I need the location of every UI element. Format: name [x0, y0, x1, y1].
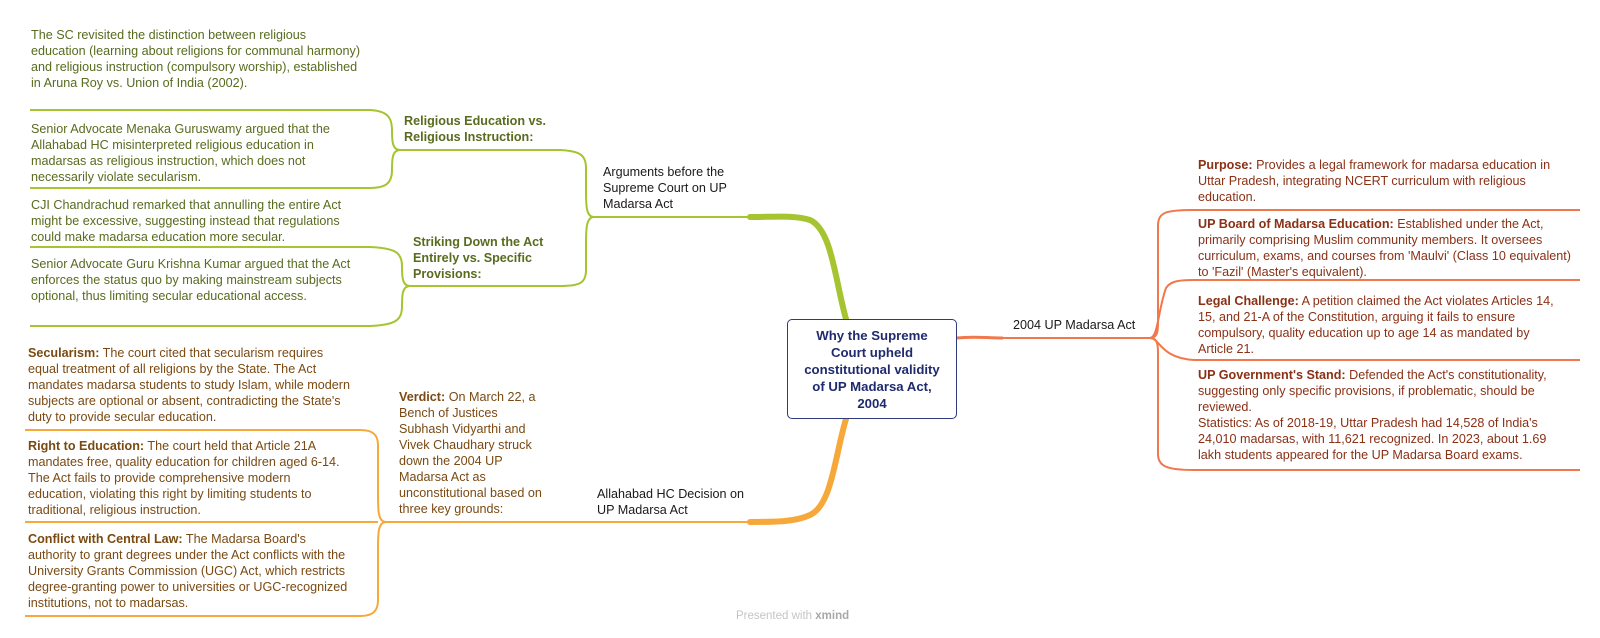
branch-title-hc-decision[interactable]: Allahabad HC Decision on UP Madarsa Act — [597, 487, 745, 517]
footer-prefix: Presented with — [736, 610, 816, 622]
presented-with-footer: Presented with xmind — [736, 610, 849, 622]
statistics-text: Statistics: As of 2018-19, Uttar Pradesh… — [1198, 416, 1547, 462]
node-text: The court held that Article 21A mandates… — [28, 439, 340, 517]
node-label: UP Board of Madarsa Education: — [1198, 217, 1394, 231]
branch-title-sc-arguments[interactable]: Arguments before the Supreme Court on UP… — [603, 165, 727, 211]
node-label: Verdict: — [399, 390, 446, 404]
central-topic[interactable]: Why the Supreme Court upheld constitutio… — [787, 319, 957, 419]
branch-title-madarsa-act[interactable]: 2004 UP Madarsa Act — [1013, 318, 1136, 332]
node-text: Defended the Act's constitutionality, su… — [1198, 368, 1547, 414]
hc-verdict-node[interactable]: Verdict: On March 22, a Bench of Justice… — [399, 389, 547, 517]
node-text: Provides a legal framework for madarsa e… — [1198, 158, 1551, 204]
node-text: Established under the Act, primarily com… — [1198, 217, 1571, 279]
act-purpose-node[interactable]: Purpose: Provides a legal framework for … — [1198, 157, 1573, 205]
node-text: The court cited that secularism requires… — [28, 346, 350, 424]
sc-guruswamy-node[interactable]: Senior Advocate Menaka Guruswamy argued … — [31, 122, 330, 184]
node-label: Legal Challenge: — [1198, 294, 1299, 308]
act-board-node[interactable]: UP Board of Madarsa Education: Establish… — [1198, 216, 1578, 280]
act-government-stand-node[interactable]: UP Government's Stand: Defended the Act'… — [1198, 367, 1573, 463]
node-label: Purpose: — [1198, 158, 1253, 172]
hc-right-to-education-node[interactable]: Right to Education: The court held that … — [28, 438, 348, 518]
node-text: The Madarsa Board's authority to grant d… — [28, 532, 348, 610]
sc-religious-distinction-node[interactable]: The SC revisited the distinction between… — [31, 28, 361, 90]
hc-central-law-node[interactable]: Conflict with Central Law: The Madarsa B… — [28, 531, 353, 611]
node-text: On March 22, a Bench of Justices Subhash… — [399, 390, 542, 516]
xmind-logo: xmind — [815, 610, 850, 622]
hc-secularism-node[interactable]: Secularism: The court cited that secular… — [28, 345, 353, 425]
group-title-religious-education[interactable]: Religious Education vs. Religious Instru… — [404, 114, 547, 144]
node-label: Right to Education: — [28, 439, 145, 453]
sc-kumar-node[interactable]: Senior Advocate Guru Krishna Kumar argue… — [31, 257, 351, 303]
node-text: A petition claimed the Act violates Arti… — [1198, 294, 1554, 356]
act-legal-challenge-node[interactable]: Legal Challenge: A petition claimed the … — [1198, 293, 1563, 357]
group-title-striking-down[interactable]: Striking Down the Act Entirely vs. Speci… — [413, 235, 544, 281]
node-label: Secularism: — [28, 346, 100, 360]
node-label: Conflict with Central Law: — [28, 532, 183, 546]
node-label: UP Government's Stand: — [1198, 368, 1346, 382]
sc-chandrachud-node[interactable]: CJI Chandrachud remarked that annulling … — [31, 198, 342, 244]
